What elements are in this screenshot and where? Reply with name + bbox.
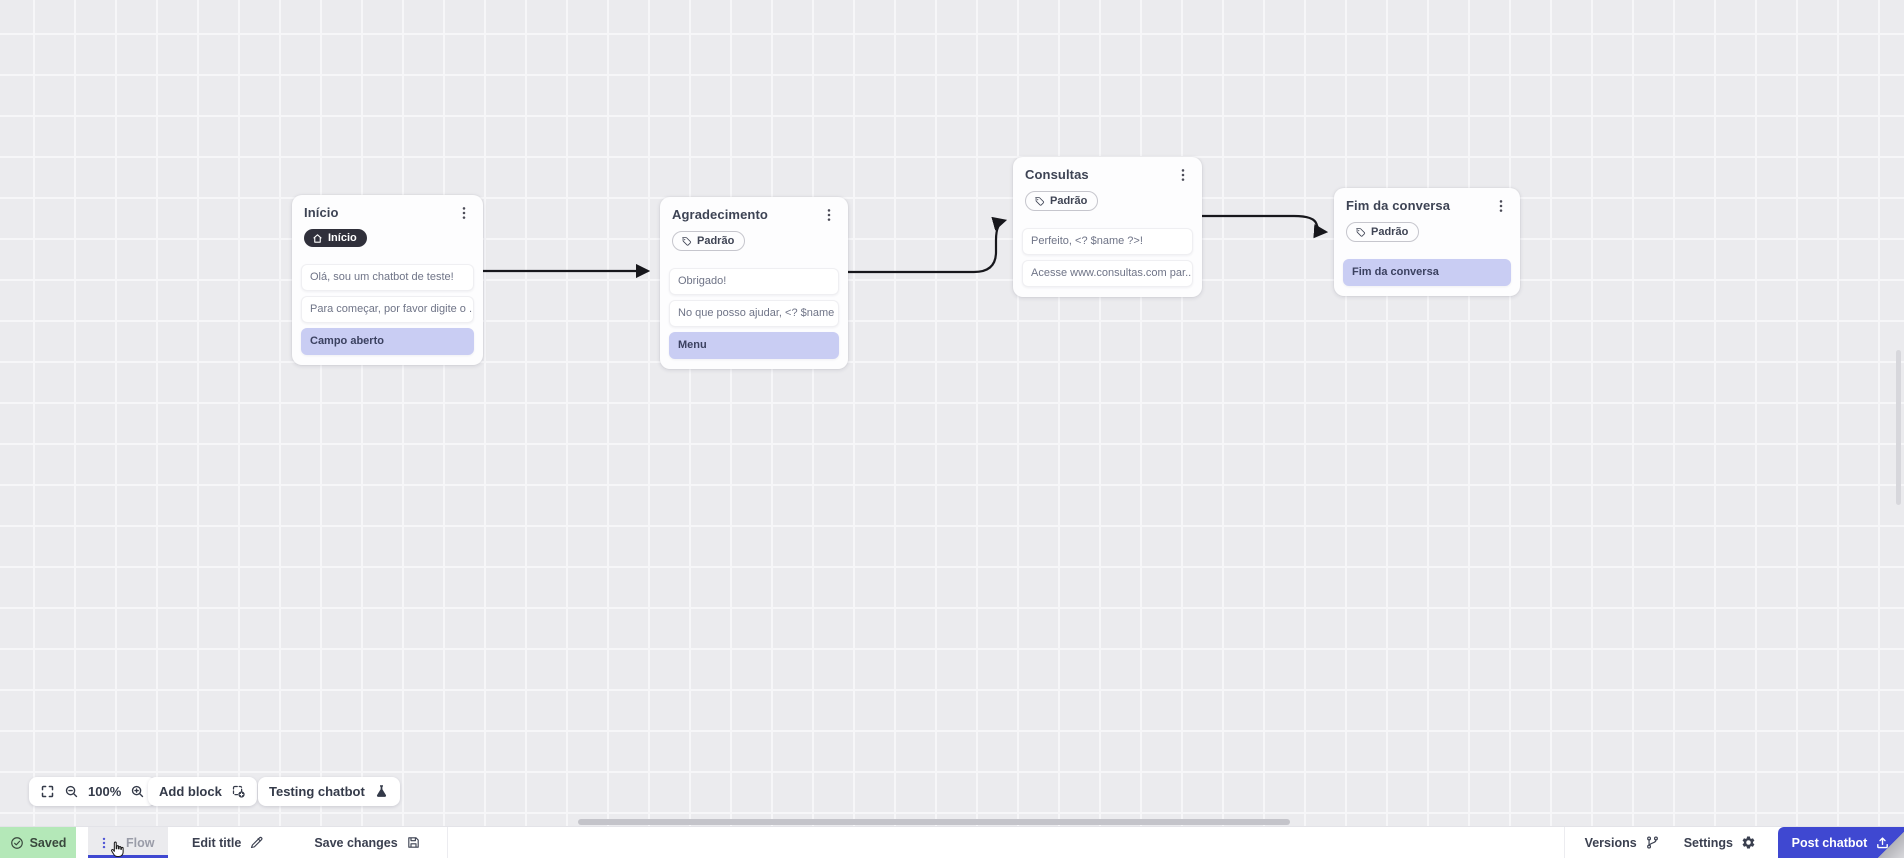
end-card[interactable]: Fim da conversa — [1343, 259, 1511, 286]
edit-title-button[interactable]: Edit title — [188, 827, 268, 858]
tag-icon — [1035, 196, 1045, 206]
tag-icon — [1356, 227, 1366, 237]
saved-status-badge: Saved — [0, 827, 76, 858]
gear-icon — [1742, 836, 1755, 849]
testing-chatbot-button[interactable]: Testing chatbot — [258, 777, 400, 806]
flow-node-inicio[interactable]: Início Início Olá, sou um chatbot de tes… — [292, 195, 483, 365]
message-card[interactable]: Para começar, por favor digite o ... — [301, 296, 474, 323]
menu-card[interactable]: Menu — [669, 332, 839, 359]
active-tab-underline — [88, 855, 168, 858]
zoom-out-icon[interactable] — [64, 784, 79, 799]
message-card[interactable]: Olá, sou um chatbot de teste! — [301, 264, 474, 291]
fullscreen-icon[interactable] — [40, 784, 55, 799]
flow-canvas[interactable]: Início Início Olá, sou um chatbot de tes… — [0, 0, 1904, 826]
statusbar-divider — [446, 827, 448, 858]
settings-button[interactable]: Settings — [1680, 827, 1760, 858]
tag-icon — [682, 236, 692, 246]
node-menu-icon[interactable] — [456, 205, 472, 221]
node-menu-icon[interactable] — [1175, 167, 1191, 183]
connections-layer — [483, 214, 1329, 279]
add-block-button[interactable]: Add block — [148, 777, 257, 806]
default-badge: Padrão — [1025, 191, 1099, 211]
horizontal-scrollbar[interactable] — [578, 819, 1290, 825]
statusbar-spacer — [448, 827, 1564, 858]
node-title: Fim da conversa — [1346, 198, 1451, 213]
default-badge: Padrão — [672, 231, 746, 251]
message-card[interactable]: Obrigado! — [669, 268, 839, 295]
vertical-scrollbar[interactable] — [1896, 350, 1901, 505]
node-title: Início — [304, 205, 339, 220]
flow-node-fim-da-conversa[interactable]: Fim da conversa Padrão Fim da conversa — [1334, 188, 1520, 296]
flask-icon — [376, 785, 386, 797]
git-branch-icon — [1646, 836, 1658, 849]
node-title: Consultas — [1025, 167, 1089, 182]
connection-agradecimento-consultas[interactable] — [848, 216, 1008, 274]
message-card[interactable]: Acesse www.consultas.com par... — [1022, 260, 1193, 287]
zoom-controls: 100% — [29, 777, 157, 806]
status-bar: Saved Flow Edit title Save changes Versi… — [0, 826, 1904, 858]
start-badge: Início — [304, 229, 367, 247]
zoom-level: 100% — [88, 784, 122, 799]
pencil-icon — [251, 836, 263, 849]
flow-menu-icon[interactable] — [97, 836, 111, 850]
save-icon — [407, 837, 419, 848]
check-circle-icon — [10, 836, 23, 849]
tab-flow[interactable]: Flow — [88, 827, 168, 858]
add-block-icon — [232, 785, 245, 798]
tab-flow-label: Flow — [126, 835, 155, 850]
message-card[interactable]: No que posso ajudar, <? $name ... — [669, 300, 839, 327]
window-resize-corner — [1878, 832, 1904, 858]
statusbar-divider — [1563, 827, 1565, 858]
input-card[interactable]: Campo aberto — [301, 328, 474, 355]
zoom-in-icon[interactable] — [130, 784, 145, 799]
default-badge: Padrão — [1346, 222, 1420, 242]
node-menu-icon[interactable] — [1493, 198, 1509, 214]
flow-node-consultas[interactable]: Consultas Padrão Perfeito, <? $name ?>! … — [1013, 157, 1202, 297]
node-menu-icon[interactable] — [821, 207, 837, 223]
node-title: Agradecimento — [672, 207, 768, 222]
home-icon — [313, 233, 322, 243]
versions-button[interactable]: Versions — [1581, 827, 1664, 858]
flow-node-agradecimento[interactable]: Agradecimento Padrão Obrigado! No que po… — [660, 197, 848, 369]
connection-consultas-fim[interactable] — [1202, 214, 1329, 239]
save-changes-button[interactable]: Save changes — [310, 827, 424, 858]
post-chatbot-button[interactable]: Post chatbot — [1778, 827, 1904, 858]
message-card[interactable]: Perfeito, <? $name ?>! — [1022, 228, 1193, 255]
